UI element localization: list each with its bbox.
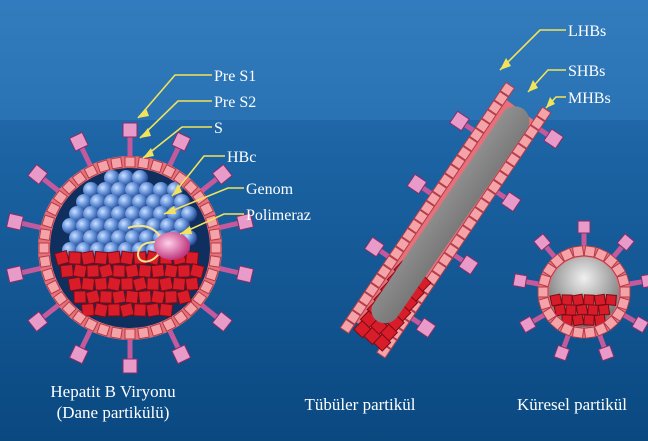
- core-cube: [99, 264, 114, 279]
- core-cube: [125, 290, 138, 303]
- label-hbc: HBc: [227, 149, 256, 166]
- core-cube: [107, 251, 120, 264]
- membrane-tile: [538, 287, 548, 297]
- core-cube: [151, 264, 164, 277]
- core-cube: [94, 251, 107, 264]
- label-mhbs: MHBs: [568, 90, 611, 107]
- core-cube: [81, 277, 94, 290]
- spike-head: [123, 359, 137, 373]
- membrane-tile: [125, 329, 135, 339]
- caption-virion-line2: (Dane partikülü): [57, 403, 170, 422]
- membrane-tile: [617, 297, 629, 309]
- core-cube: [550, 294, 562, 306]
- core-cube: [566, 305, 576, 315]
- core-cube: [112, 290, 126, 304]
- core-cube: [190, 264, 205, 279]
- membrane-tile: [125, 157, 135, 167]
- core-cube: [138, 264, 151, 277]
- core-cube: [572, 294, 584, 306]
- membrane-tile: [111, 327, 122, 338]
- core-cube: [107, 277, 121, 291]
- label-pre-s1: Pre S1: [214, 68, 256, 85]
- core-cube: [94, 303, 108, 317]
- core-cube: [588, 305, 599, 316]
- caption-tubular: Tübüler partikül: [305, 395, 416, 414]
- membrane-tile: [39, 256, 50, 267]
- core-cube: [164, 264, 178, 278]
- core-cube: [121, 278, 133, 290]
- polymerase-blob: [154, 232, 190, 260]
- label-pre-s2: Pre S2: [214, 94, 256, 111]
- core-cube: [138, 290, 151, 303]
- core-cube: [86, 290, 101, 305]
- core-cube: [185, 251, 198, 264]
- core-cube: [69, 252, 81, 264]
- spike-head: [123, 123, 137, 137]
- core-cube: [120, 251, 134, 265]
- label-polimeraz: Polimeraz: [246, 207, 311, 224]
- label-shbs: SHBs: [568, 63, 605, 80]
- core-cube: [146, 303, 160, 317]
- label-genom: Genom: [246, 181, 294, 198]
- core-cube: [100, 291, 113, 304]
- core-cube: [60, 264, 73, 277]
- membrane-tile: [39, 229, 50, 240]
- membrane-tile: [209, 229, 220, 240]
- core-cube: [94, 277, 107, 290]
- core-cube: [55, 251, 70, 266]
- membrane-tile: [209, 256, 220, 267]
- membrane-tile: [620, 287, 630, 297]
- core-cube: [151, 290, 165, 304]
- core-cube: [185, 277, 198, 290]
- core-cube: [108, 304, 120, 316]
- label-lhbs: LHBs: [568, 23, 606, 40]
- membrane-tile: [211, 243, 221, 253]
- core-cube: [134, 304, 147, 317]
- membrane-tile: [138, 157, 149, 168]
- membrane-tile: [111, 157, 122, 168]
- core-cube: [177, 290, 192, 305]
- core-cube: [113, 265, 125, 277]
- membrane-tile: [138, 327, 149, 338]
- membrane-tile: [39, 243, 49, 253]
- membrane-tile: [573, 246, 584, 257]
- core-cube: [172, 277, 185, 290]
- core-cube: [584, 295, 595, 306]
- core-cube: [594, 294, 605, 305]
- core-cube: [562, 295, 572, 305]
- spike-head: [237, 266, 254, 283]
- core-cube: [159, 277, 173, 291]
- core-cube: [133, 277, 148, 292]
- caption-spherical: Küresel partikül: [517, 395, 627, 414]
- core-cube: [73, 264, 87, 278]
- membrane-tile: [617, 274, 629, 286]
- label-s: S: [214, 120, 223, 137]
- core-cube: [74, 291, 86, 303]
- core-cube: [165, 291, 177, 303]
- membrane-tile: [538, 274, 550, 286]
- core-cube: [87, 265, 99, 277]
- spike-head: [7, 266, 24, 283]
- spike-head: [513, 274, 527, 288]
- core-cube: [147, 278, 159, 290]
- core-cube: [81, 251, 95, 265]
- membrane-tile: [584, 246, 595, 257]
- membrane-tile: [538, 297, 550, 309]
- caption-virion-line1: Hepatit B Viryonu: [50, 382, 176, 401]
- core-cube: [572, 314, 584, 326]
- core-cube: [606, 295, 617, 306]
- core-cube: [584, 315, 595, 326]
- spike-head: [578, 221, 590, 233]
- spike-head: [7, 213, 24, 230]
- core-cube: [68, 277, 82, 291]
- membrane-tile: [584, 327, 595, 338]
- core-cube: [159, 303, 172, 316]
- core-cube: [125, 264, 139, 278]
- core-cube: [178, 265, 191, 278]
- core-cube: [120, 303, 135, 318]
- membrane-tile: [573, 327, 584, 338]
